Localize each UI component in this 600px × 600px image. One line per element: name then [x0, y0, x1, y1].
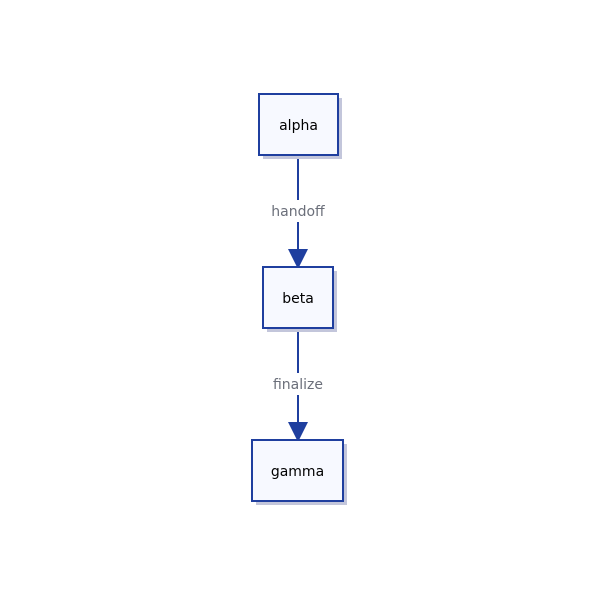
node-box [258, 93, 339, 156]
edge-alpha-beta: handoff [262, 155, 334, 269]
edge-beta-gamma: finalize [264, 328, 332, 442]
node-box [251, 439, 344, 502]
node-gamma[interactable]: gamma [251, 439, 347, 505]
node-label-alpha: alpha [279, 118, 318, 134]
node-box [262, 266, 334, 329]
node-alpha[interactable]: alpha [258, 93, 342, 159]
node-beta[interactable]: beta [262, 266, 337, 332]
node-label-gamma: gamma [271, 464, 324, 480]
edge-label-handoff: handoff [271, 204, 325, 220]
edge-label-background [262, 200, 334, 222]
edge-label-finalize: finalize [273, 377, 323, 393]
edge-label-background [264, 373, 332, 395]
node-label-beta: beta [282, 291, 314, 307]
